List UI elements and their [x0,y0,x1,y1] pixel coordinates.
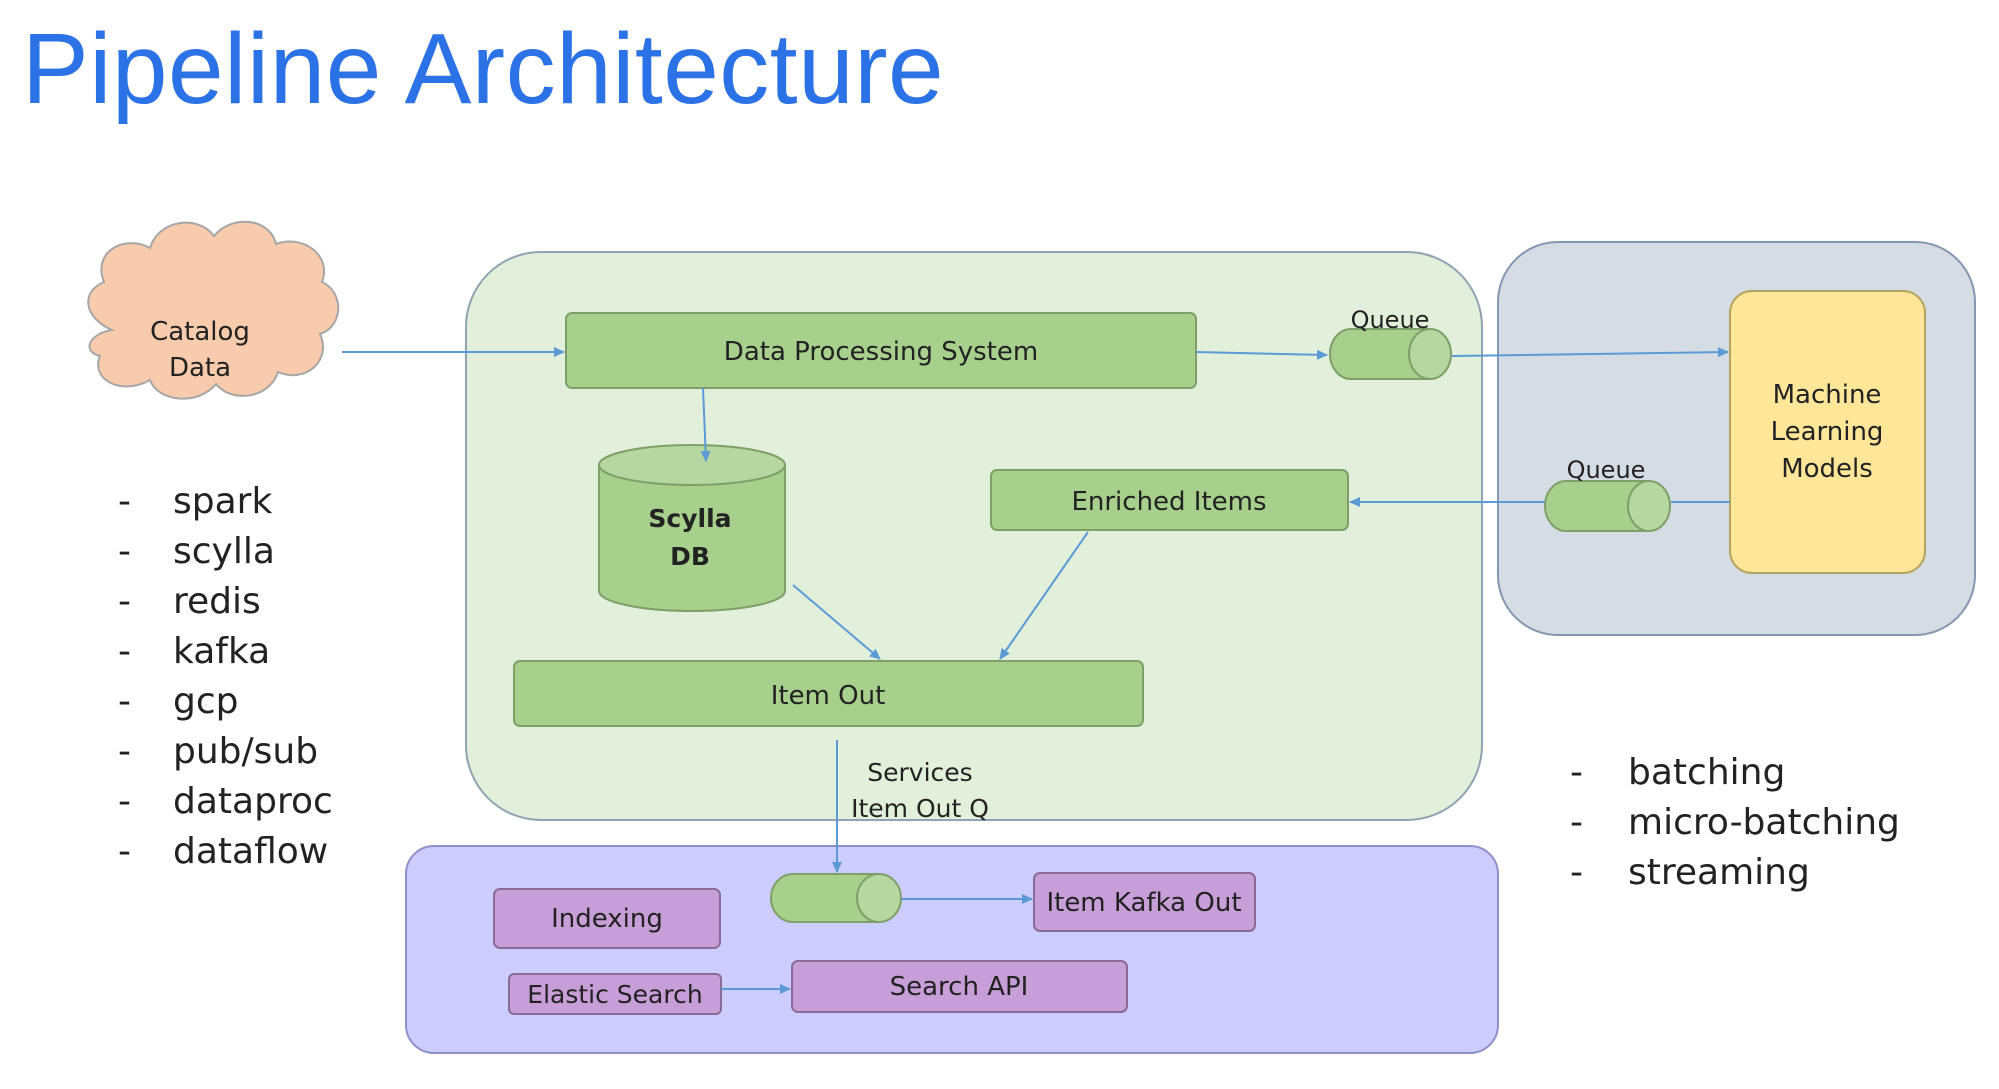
queue-bottom-label: Queue [1567,456,1646,484]
arrow-scylla-to-item-out [792,584,881,660]
data-processing-system-label: Data Processing System [724,337,1038,367]
queue-top-label: Queue [1351,306,1430,334]
enriched-items-box: Enriched Items [990,469,1349,531]
ml-models-box: Machine Learning Models [1729,290,1926,574]
scylla-db-cylinder: Scylla DB [598,444,786,612]
queue-top: Queue [1329,306,1452,380]
services-queue-cylinder [770,873,902,923]
search-api-label: Search API [890,972,1029,1002]
services-queue-label-line1: Services [867,758,972,787]
item-kafka-out-box: Item Kafka Out [1033,872,1256,932]
ml-models-label-line2: Learning [1771,417,1884,447]
item-out-label: Item Out [771,681,886,711]
item-out-box: Item Out [513,660,1144,727]
data-processing-system-box: Data Processing System [565,312,1197,389]
arrow-queue-to-ml [1451,347,1729,358]
scylla-db-label-line1: Scylla [648,504,731,533]
catalog-data-label-line2: Data [169,353,231,383]
queue-bottom: Queue [1544,456,1671,532]
arrow-processing-to-queue [1195,349,1328,360]
indexing-box: Indexing [493,888,721,949]
item-kafka-out-label: Item Kafka Out [1046,888,1241,918]
search-api-box: Search API [791,960,1128,1013]
elastic-search-label: Elastic Search [527,980,702,1009]
ml-models-label-line3: Models [1781,454,1873,484]
catalog-data-cloud: Catalog Data [87,220,340,400]
catalog-data-label-line1: Catalog [150,317,250,347]
indexing-label: Indexing [551,904,663,934]
arrow-enriched-to-item-out [999,531,1089,660]
output-container [405,845,1499,1054]
page-title: Pipeline Architecture [22,13,945,125]
services-queue-label-line2: Item Out Q [851,794,989,823]
arrow-processing-to-scylla [700,387,711,462]
scylla-db-label-line2: DB [670,542,710,571]
elastic-search-box: Elastic Search [508,973,722,1015]
ml-models-label-line1: Machine [1773,380,1882,410]
enriched-items-label: Enriched Items [1071,487,1266,517]
